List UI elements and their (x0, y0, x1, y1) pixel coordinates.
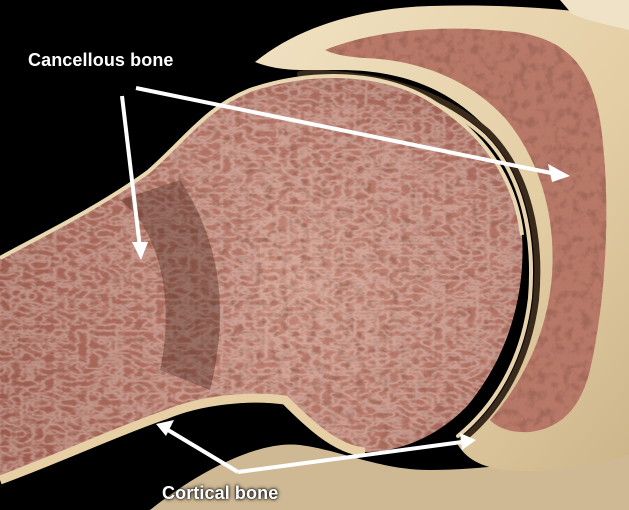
cortical-bone-label: Cortical bone (162, 483, 278, 504)
cancellous-bone-label: Cancellous bone (28, 50, 174, 71)
